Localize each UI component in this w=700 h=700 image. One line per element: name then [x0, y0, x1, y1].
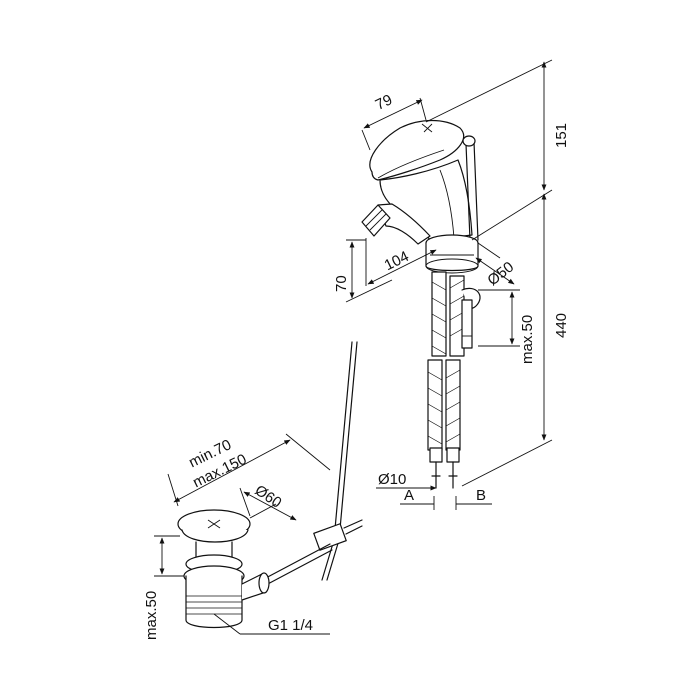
- faucet-body: [379, 159, 473, 241]
- label-connection-b: B: [476, 487, 486, 504]
- drain-dimensions: min.70 max.150 Ø60 max.50 G1 1/4: [143, 433, 331, 640]
- dim-drain-height: max.50: [143, 591, 160, 640]
- label-connection-a: A: [404, 487, 414, 504]
- faucet-drawing: [361, 119, 481, 489]
- lever-handle: [369, 119, 465, 181]
- spout-aerator: [361, 204, 391, 237]
- dim-deck-thickness: max.50: [519, 315, 536, 364]
- dim-hose-diameter: Ø10: [378, 471, 406, 488]
- dim-base-diameter: Ø50: [484, 258, 517, 289]
- dim-plug-diameter: Ø60: [252, 482, 285, 512]
- drain-drawing: [177, 341, 363, 629]
- dim-lever-width: 79: [373, 91, 395, 114]
- label-thread: G1 1/4: [268, 617, 313, 634]
- dim-top-height: 151: [553, 123, 570, 148]
- spout: [377, 203, 431, 245]
- dim-spout-height: 70: [333, 275, 350, 292]
- dim-spout-reach: 104: [382, 248, 412, 274]
- dim-hose-length: 440: [553, 313, 570, 338]
- flexible-hoses: [427, 271, 465, 489]
